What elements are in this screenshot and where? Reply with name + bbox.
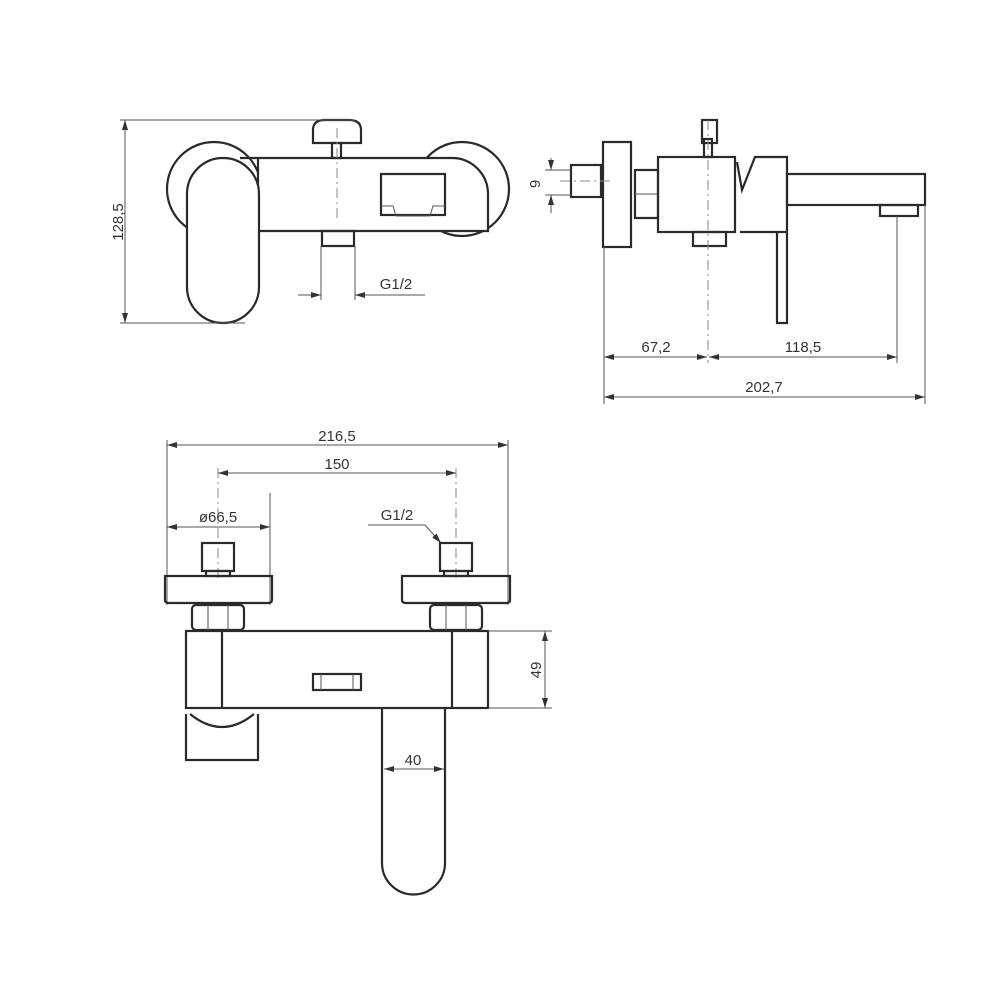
front-view: 128,5 G1/2 (110, 118, 511, 325)
mixer-body-side (656, 155, 737, 234)
right-flange (400, 574, 512, 605)
aerator (878, 203, 920, 218)
left-flange (163, 574, 274, 605)
bottom-view: 216,5 150 ø66,5 G1/2 40 (163, 428, 552, 896)
lever-side (735, 155, 789, 325)
diverter-slot (311, 672, 363, 692)
wall-flange (601, 140, 633, 249)
lever-bottom (184, 713, 260, 762)
knob-side (700, 118, 719, 145)
mixer-body-bottom (184, 629, 490, 710)
lever-handle (185, 156, 261, 325)
total-depth-label: 202,7 (745, 379, 783, 396)
center-to-outlet-label: 118,5 (785, 339, 821, 356)
spout-outlet-face (379, 172, 447, 217)
wall-to-center-label: 67,2 (641, 339, 670, 356)
total-width-label: 216,5 (318, 428, 356, 445)
outlet-connector (320, 229, 356, 248)
flange-diameter-label: ø66,5 (199, 509, 237, 526)
side-view: 9 67,2 118,5 202,7 (527, 118, 927, 404)
center-distance-label: 150 (324, 456, 349, 473)
spout-bottom (380, 708, 447, 896)
right-hex-nut (428, 603, 484, 632)
height-dim-label: 128,5 (110, 203, 127, 241)
inlet-thread-label: G1/2 (381, 507, 414, 524)
spout-side (785, 172, 927, 207)
left-hex-nut (190, 603, 246, 632)
mixer-body (240, 156, 490, 233)
body-height-label: 49 (528, 662, 545, 679)
connector-dim-label: 9 (527, 180, 544, 188)
spout-width-label: 40 (405, 752, 422, 769)
outlet-thread-label: G1/2 (380, 276, 413, 293)
